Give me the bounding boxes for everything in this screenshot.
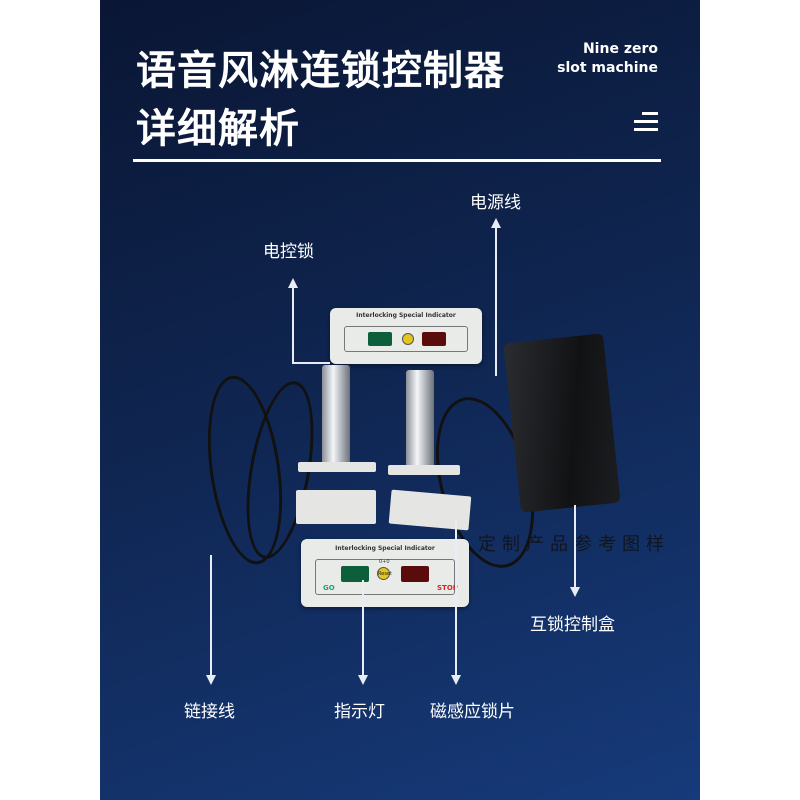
label-magnetic-plate: 磁感应锁片 [430, 702, 515, 722]
title-line-1: 语音风淋连锁控制器 [136, 48, 505, 94]
indicator-panel-top: Interlocking Special Indicator [330, 308, 482, 364]
magnetic-lock-plate [388, 489, 472, 531]
interlock-control-box [503, 333, 621, 513]
electric-lock [406, 370, 434, 470]
label-indicator: 指示灯 [334, 702, 385, 722]
panel-heading: Interlocking Special Indicator [356, 312, 456, 319]
brand-line-1: Nine zero [582, 41, 658, 57]
watermark: 定制产品参考图样 [478, 530, 670, 556]
indicator-panel-bottom: Interlocking Special Indicator GO 0+0 Re… [301, 539, 469, 607]
label-link-cable: 链接线 [184, 702, 235, 722]
brand: Nine zero slot machine [557, 40, 658, 78]
reset-button: Reset [377, 567, 392, 580]
label-electric-lock: 电控锁 [263, 242, 314, 262]
electric-lock [322, 365, 350, 465]
brand-line-2: slot machine [557, 60, 658, 76]
magnetic-lock-plate [296, 490, 376, 524]
stop-label: STOP [437, 584, 458, 592]
count-label: 0+0 [379, 559, 390, 565]
panel-heading: Interlocking Special Indicator [335, 545, 435, 552]
label-power-cord: 电源线 [470, 193, 521, 213]
label-interlock-box: 互锁控制盒 [530, 615, 615, 635]
title-line-2: 详细解析 [136, 106, 300, 152]
go-label: GO [323, 584, 335, 592]
product-poster: 语音风淋连锁控制器 详细解析 Nine zero slot machine In… [100, 0, 700, 800]
divider [133, 159, 661, 162]
menu-lines-icon [634, 112, 658, 132]
